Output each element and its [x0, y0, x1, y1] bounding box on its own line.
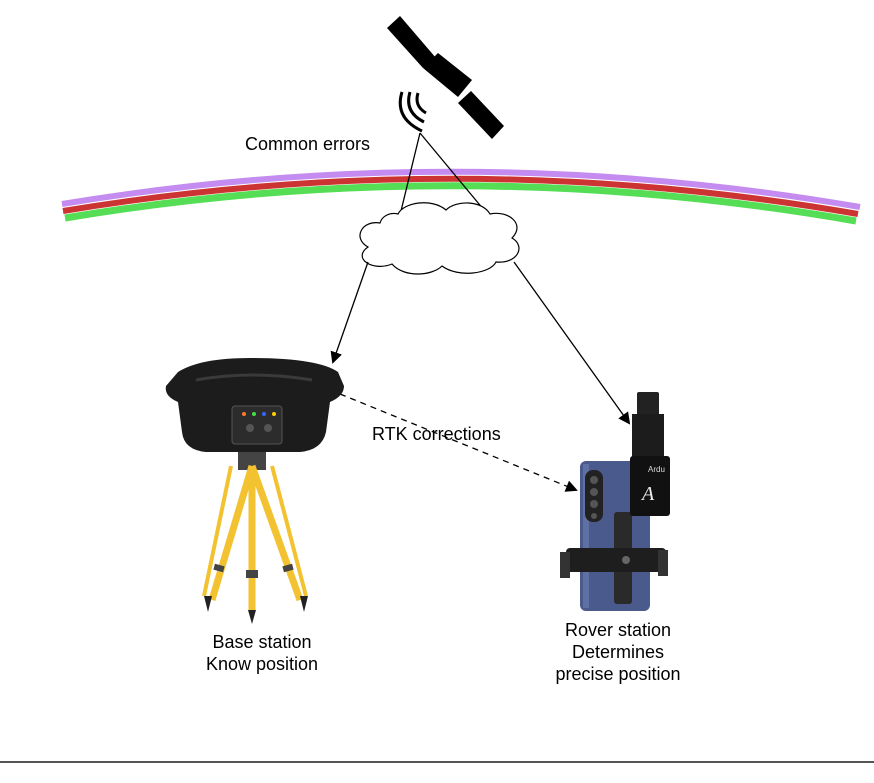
gnss-receiver-icon [165, 358, 344, 452]
arrow-to-rover [513, 261, 631, 425]
base-station-label: Base station Know position [162, 631, 362, 675]
satellite-icon [387, 16, 504, 139]
common-errors-label: Common errors [245, 134, 371, 154]
atmosphere-band [61, 168, 861, 225]
rover-station-line-2: Determines [571, 642, 665, 662]
base-station-line-1: Base station [212, 632, 312, 652]
rover-station-line-1: Rover station [564, 620, 672, 640]
bottom-divider [0, 761, 874, 763]
rtk-corrections-label: RTK corrections [372, 424, 501, 444]
rover-antenna-icon: Ardu A [630, 392, 670, 516]
rover-station-line-3: precise position [555, 664, 681, 684]
atmosphere-layer-middle [62, 175, 859, 217]
signal-line-right [419, 132, 485, 211]
phone-clamp-icon [560, 512, 668, 604]
arrow-to-base [330, 261, 369, 364]
rover-logo-mark: A [640, 483, 655, 505]
rover-brand: Ardu [648, 465, 665, 474]
atmosphere-layer-bottom [64, 182, 857, 225]
cloud-icon [359, 202, 520, 275]
tripod-icon [202, 452, 308, 624]
signal-line-left [399, 132, 421, 216]
atmosphere-layer-top [61, 168, 861, 210]
rover-station-label: Rover station Determines precise positio… [518, 619, 718, 685]
rtk-correction-arrow [339, 393, 578, 492]
base-station-line-2: Know position [205, 654, 319, 674]
